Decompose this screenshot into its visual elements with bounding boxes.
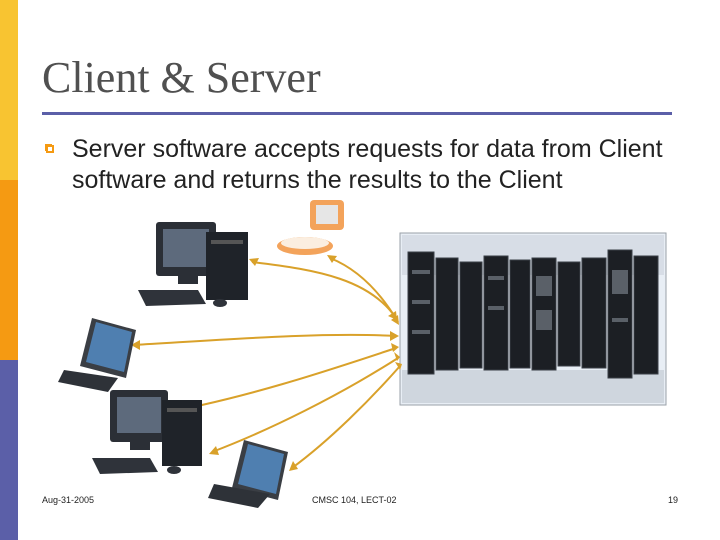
laptop-computer-icon <box>58 318 136 392</box>
desktop-computer-icon <box>92 390 202 474</box>
laptop-computer-icon <box>208 440 288 508</box>
laptop-computer-icon <box>277 200 344 255</box>
footer-date: Aug-31-2005 <box>42 495 94 505</box>
footer-course: CMSC 104, LECT-02 <box>312 495 397 505</box>
desktop-computer-icon <box>138 222 248 307</box>
server-rack-photo <box>400 233 666 405</box>
footer-page-number: 19 <box>668 495 678 505</box>
